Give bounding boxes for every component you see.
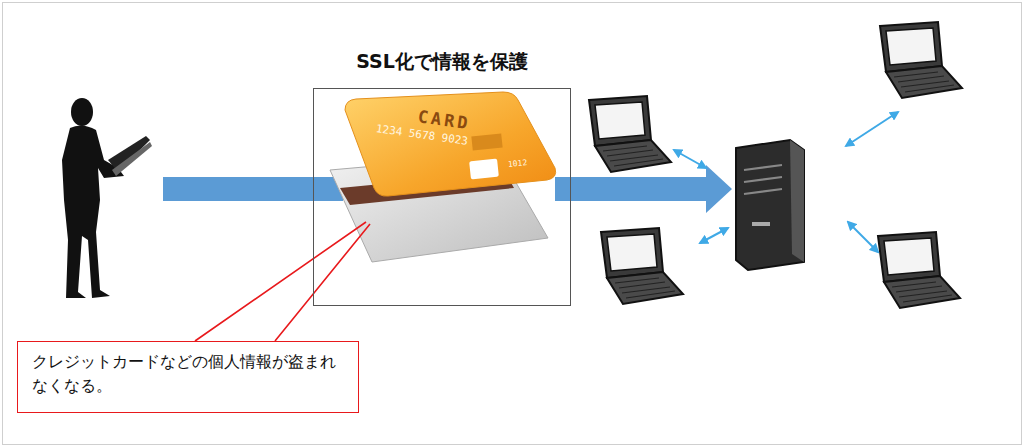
server-icon [736,140,804,270]
link-arrow [674,112,898,252]
flow-arrow [555,165,732,213]
person-silhouette [62,98,152,298]
callout-box: クレジットカードなどの個人情報が盗まれなくなる。 [17,341,359,413]
laptop-icon [601,228,683,304]
callout-text: クレジットカードなどの個人情報が盗まれなくなる。 [32,350,346,398]
card-expiry: 1012 [508,158,528,169]
leader-line [195,222,370,341]
box-heading: SSL化で情報を保護 [274,49,610,75]
frame [3,3,1022,445]
laptop-icon [878,232,960,308]
flow-arrow [163,177,343,201]
credit-card [330,92,556,262]
laptop-icon [589,96,671,172]
laptop-icon [880,22,962,98]
